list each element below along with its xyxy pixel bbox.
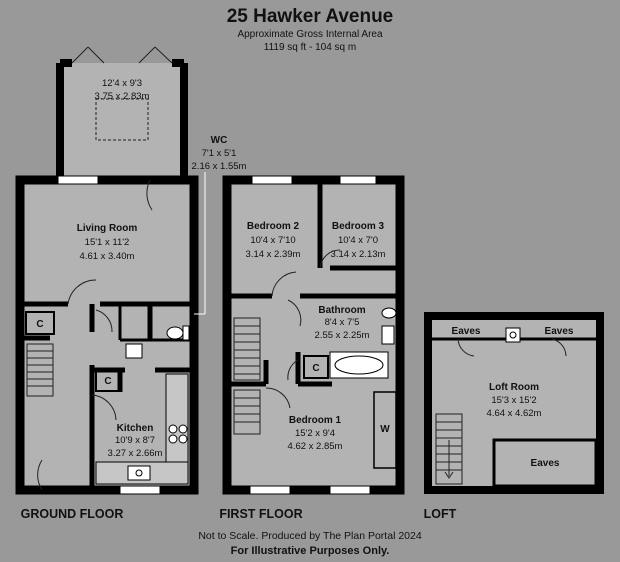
living-door-swing: [67, 279, 97, 305]
bedroom-3-dim-metric: 3.14 x 2.13m: [331, 249, 386, 260]
first-internal-walls: [227, 180, 403, 387]
eaves-label-3: Eaves: [531, 458, 560, 469]
cupboard-label-first: C: [312, 363, 319, 374]
kitchen-dim-metric: 3.27 x 2.66m: [108, 448, 163, 459]
conservatory-door-swing: [146, 179, 153, 211]
loft-chimney: [505, 327, 521, 343]
bath-toilet-icon: [381, 325, 395, 345]
wc-name: WC: [211, 135, 228, 146]
kitchen-window: [119, 485, 161, 495]
loft-room-name: Loft Room: [489, 382, 539, 393]
wc-partition: [118, 304, 194, 342]
conservatory-dim-metric: 3.75 x 2.83m: [95, 91, 150, 102]
bed3-door-swing: [319, 249, 341, 269]
wardrobe-label: W: [380, 424, 390, 435]
loft-area: [428, 316, 600, 490]
loft-stairs-icon: [435, 413, 463, 485]
cupboard-label-ground-1: C: [36, 319, 43, 330]
loft-room-dim-imperial: 15'3 x 15'2: [491, 395, 536, 406]
footer-disclaimer: Not to Scale. Produced by The Plan Porta…: [198, 530, 422, 542]
bath-basin-icon: [381, 307, 397, 319]
wardrobe: [373, 391, 397, 469]
kitchen-name: Kitchen: [117, 423, 154, 434]
bed1-door-swing: [265, 387, 291, 409]
french-doors-icon: [71, 46, 173, 64]
kitchen-door-swing: [91, 394, 117, 421]
first-stairs-icon: [233, 317, 261, 381]
sink-icon: [127, 465, 151, 481]
eaves-label-2: Eaves: [545, 326, 574, 337]
wc-dim-imperial: 7'1 x 5'1: [202, 148, 237, 159]
bathroom-dim-imperial: 8'4 x 7'5: [325, 317, 360, 328]
bedroom-3-name: Bedroom 3: [332, 221, 385, 232]
bedroom-3-dim-imperial: 10'4 x 7'0: [338, 235, 378, 246]
bathroom-dim-metric: 2.55 x 2.25m: [315, 330, 370, 341]
bed1-window-2: [329, 485, 371, 495]
bed1-window-1: [249, 485, 291, 495]
ground-floor-plan: C C Living Room 15'1 x 11'2 4.61 x 3.40m…: [15, 46, 199, 495]
area-label: Approximate Gross Internal Area: [237, 29, 383, 40]
bath-inner-icon: [334, 355, 384, 375]
bedroom-1-name: Bedroom 1: [289, 415, 342, 426]
plan-title: 25 Hawker Avenue: [227, 6, 394, 27]
bedroom-1-dim-imperial: 15'2 x 9'4: [295, 428, 335, 439]
loft-eaves-door-1: [457, 338, 475, 357]
first-floor-label: FIRST FLOOR: [219, 507, 302, 521]
first-stairs-down-icon: [233, 389, 261, 435]
wc-basin-icon: [125, 343, 143, 359]
ground-floor-outer-wall: [15, 175, 199, 495]
front-door-swing: [37, 459, 43, 491]
bedroom-1-dim-metric: 4.62 x 2.85m: [288, 441, 343, 452]
bedroom-2-dim-imperial: 10'4 x 7'10: [250, 235, 295, 246]
conservatory-walls: [56, 59, 188, 180]
kitchen-dim-imperial: 10'9 x 8'7: [115, 435, 155, 446]
bathroom-door-swing: [287, 299, 302, 327]
wc-toilet-icon: [182, 325, 190, 341]
living-room-dim-metric: 4.61 x 3.40m: [80, 251, 135, 262]
wc-bowl-icon: [166, 326, 184, 340]
cupboard-ground-2: [95, 368, 121, 392]
living-window: [57, 175, 99, 185]
bed3-window: [339, 175, 377, 185]
hob-icon: [168, 424, 188, 444]
conservatory-floor: [60, 63, 184, 179]
landing-door-swing: [287, 359, 299, 381]
loft-chimney-icon: [509, 331, 517, 339]
bedroom-2-name: Bedroom 2: [247, 221, 300, 232]
loft-room-dim-metric: 4.64 x 4.62m: [487, 408, 542, 419]
bedroom-2-dim-metric: 3.14 x 2.39m: [246, 249, 301, 260]
wc-dim-metric: 2.16 x 1.55m: [192, 161, 247, 172]
first-floor-plan: C W Bedroom 2 10'4 x 7'10 3.14 x 2.39m B…: [222, 175, 405, 495]
cupboard-label-ground-2: C: [104, 376, 111, 387]
cupboard-ground-1: [25, 311, 55, 335]
cupboard-first: [303, 355, 329, 379]
ground-floor-label: GROUND FLOOR: [21, 507, 124, 521]
loft-eaves-store: [492, 438, 598, 488]
living-room-dim-imperial: 15'1 x 11'2: [85, 237, 130, 248]
loft-eaves-door-2: [551, 338, 567, 357]
loft-outer-wall: [424, 312, 604, 494]
first-floor-area: [227, 180, 400, 490]
bed2-door-swing: [271, 271, 297, 297]
loft-label: LOFT: [424, 507, 457, 521]
bed2-window: [251, 175, 293, 185]
living-room-name: Living Room: [77, 223, 138, 234]
hall-door-swing: [95, 309, 113, 333]
loft-plan: Eaves Eaves Eaves Loft Room 15'3 x 15'2 …: [424, 312, 604, 494]
bathroom-name: Bathroom: [318, 305, 365, 316]
footer-illustrative: For Illustrative Purposes Only.: [231, 545, 390, 557]
roof-lantern: [95, 98, 149, 141]
conservatory-dim-imperial: 12'4 x 9'3: [102, 78, 142, 89]
area-value: 1119 sq ft - 104 sq m: [264, 42, 356, 53]
eaves-label-1: Eaves: [452, 326, 481, 337]
ground-stairs-icon: [26, 343, 54, 397]
